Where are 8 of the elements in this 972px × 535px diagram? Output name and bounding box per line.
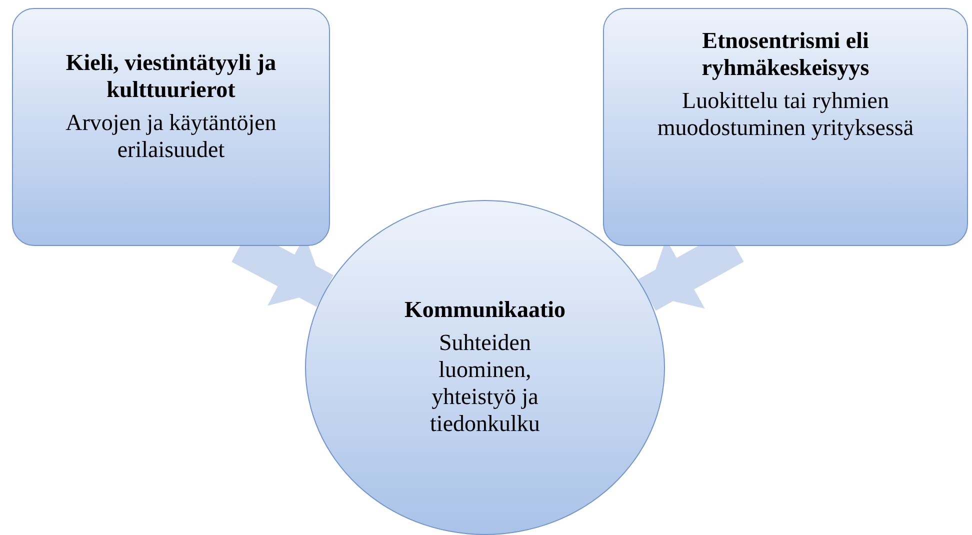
node-heading: Kommunikaatio [403,296,567,323]
node-text: Luokittelu tai ryhmien muodostuminen yrityksessä [656,87,915,141]
node-heading: Kieli, viestintätyyli ja kulttuurierot [64,49,278,103]
node-heading: Etnosentrismi eli ryhmäkeskeisyys [700,27,870,81]
rounded-box [603,8,968,246]
rounded-box [12,8,330,246]
node-text: Suhteiden luominen, yhteistyö ja tiedonkulku [429,329,541,437]
node-text: Arvojen ja käytäntöjen erilaisuudet [64,109,278,163]
